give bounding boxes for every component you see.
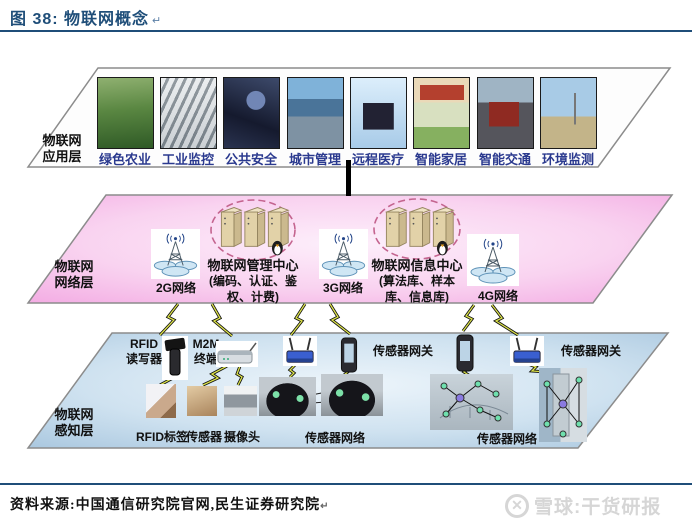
m2m-terminal-label: M2M 终端 <box>192 337 220 366</box>
base-station-icon <box>151 229 200 279</box>
camera-photo <box>224 386 257 416</box>
bottom-divider <box>0 483 692 485</box>
information-center-sub2: 库、信息库) <box>385 290 449 304</box>
watermark: ✕ 雪球:干货研报 <box>505 492 661 519</box>
lightning-2g-to-rfid-reader <box>158 303 180 337</box>
pda-gateway-icon <box>456 334 474 372</box>
information-center-dashed-ellipse <box>373 198 461 260</box>
server-cluster-icon <box>210 203 296 259</box>
return-mark: ↵ <box>152 15 163 27</box>
base-station-icon <box>319 229 368 279</box>
wireless-router-icon <box>510 336 544 366</box>
telemedicine-photo <box>350 77 407 149</box>
car-sensor-network-photo <box>259 377 316 416</box>
pda-gateway-icon <box>340 337 358 373</box>
bridge-sensor-network-photo <box>430 374 513 430</box>
source-text: 资料来源:中国通信研究院官网,民生证券研究院 <box>10 498 321 513</box>
app-item-label: 绿色农业 <box>98 152 151 167</box>
network-layer-label: 物联网 网络层 <box>54 259 94 290</box>
m2m-modem-icon <box>216 341 258 367</box>
management-center-sub2: 权、计费) <box>227 290 279 304</box>
sensor-network-label: 传感器网络 <box>304 431 365 445</box>
wireless-router-icon <box>283 336 317 366</box>
figure-title: 图 38: 物联网概念↵ <box>10 5 162 29</box>
sensor-photo <box>187 386 217 416</box>
app-item-label: 智能家居 <box>414 152 467 167</box>
management-center-dashed-ellipse <box>210 199 296 261</box>
sensor-gateway-label: 传感器网关 <box>372 344 433 358</box>
management-center-sub1: (编码、认证、鉴 <box>209 274 297 288</box>
lightning-4g-to-gateway-router <box>490 304 519 337</box>
figure-title-text: 图 38: 物联网概念 <box>10 11 150 28</box>
building-sensor-network-photo <box>539 368 587 442</box>
rfid-tag-photo <box>146 384 176 418</box>
lightning-m2m-to-sensor <box>202 364 228 387</box>
industrial-monitoring-photo <box>160 77 217 149</box>
environment-monitoring-photo <box>540 77 597 149</box>
camera-label: 摄像头 <box>223 430 260 444</box>
source-note: 资料来源:中国通信研究院官网,民生证券研究院↵ <box>10 494 330 514</box>
public-safety-photo <box>223 77 280 149</box>
car-sensor-network-photo <box>321 374 383 416</box>
base-station-icon <box>467 234 519 286</box>
app-item-label: 智能交通 <box>478 152 531 167</box>
app-item-label: 远程医疗 <box>351 152 404 167</box>
rfid-reader-icon <box>162 336 188 380</box>
app-to-network-connector <box>346 160 351 196</box>
application-layer-label: 物联网 应用层 <box>42 133 82 164</box>
lightning-4g-to-gateway-pda <box>461 304 476 332</box>
lightning-m2m-to-camera <box>235 365 244 386</box>
lightning-3g-to-pda <box>328 303 351 336</box>
3g-network-label: 3G网络 <box>322 281 363 295</box>
app-item-label: 城市管理 <box>288 152 341 167</box>
4g-network-label: 4G网络 <box>477 289 518 303</box>
lightning-3g-to-router <box>289 303 307 336</box>
lightning-router-to-car <box>287 363 297 379</box>
top-divider <box>0 30 692 32</box>
sensor-network-label: 传感器网络 <box>476 432 537 446</box>
sensor-label: 传感器 <box>185 430 222 444</box>
rfid-tag-label: RFID标签 <box>136 430 188 444</box>
server-cluster-icon <box>375 203 461 259</box>
sensor-gateway-label: 传感器网关 <box>560 344 621 358</box>
app-item-label: 工业监控 <box>161 152 214 167</box>
city-management-photo <box>287 77 344 149</box>
information-center-sub1: (算法库、样本 <box>379 274 455 288</box>
watermark-text: 雪球:干货研报 <box>534 497 662 518</box>
2g-network-label: 2G网络 <box>155 281 196 295</box>
app-item-label: 公共安全 <box>224 152 277 167</box>
information-center-title: 物联网信息中心 <box>371 258 463 273</box>
perception-layer-label: 物联网 感知层 <box>54 407 94 438</box>
smart-home-photo <box>413 77 470 149</box>
xueqiu-logo-icon: ✕ <box>505 493 529 518</box>
rfid-reader-label: RFID 读写器 <box>125 337 162 366</box>
return-mark: ↵ <box>320 501 330 512</box>
lightning-2g-to-m2m <box>210 303 233 338</box>
green-agriculture-photo <box>97 77 154 149</box>
app-item-label: 环境监测 <box>541 152 594 167</box>
smart-transport-photo <box>477 77 534 149</box>
management-center-title: 物联网管理中心 <box>207 258 299 273</box>
